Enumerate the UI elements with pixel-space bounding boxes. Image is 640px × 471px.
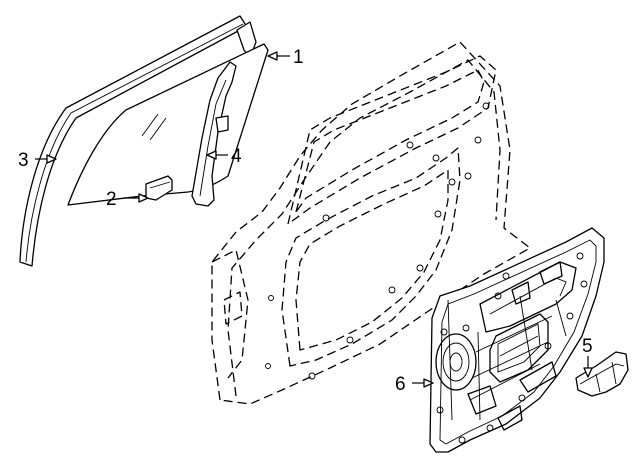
callout-5: 5 (582, 336, 593, 357)
arrowhead-3 (46, 154, 57, 164)
arrowhead-1 (267, 51, 278, 61)
callout-4: 4 (231, 146, 242, 167)
callout-2: 2 (106, 189, 117, 210)
arrowhead-6 (423, 378, 434, 388)
leader-lines (35, 51, 593, 388)
callout-1: 1 (293, 47, 304, 68)
callout-6: 6 (395, 374, 406, 395)
callout-3: 3 (18, 150, 29, 171)
part-5-clip-bracket (575, 351, 629, 397)
part-3-glass-run-channel (19, 15, 257, 267)
arrowhead-2 (138, 193, 149, 203)
callout-labels: 1 2 3 4 5 6 (18, 47, 593, 395)
door-shell-outline (211, 41, 531, 405)
arrowhead-4 (206, 150, 217, 160)
part-6-regulator-module-panel (429, 227, 605, 453)
part-4-guide-channel (191, 61, 237, 207)
arrowhead-5 (583, 367, 593, 378)
